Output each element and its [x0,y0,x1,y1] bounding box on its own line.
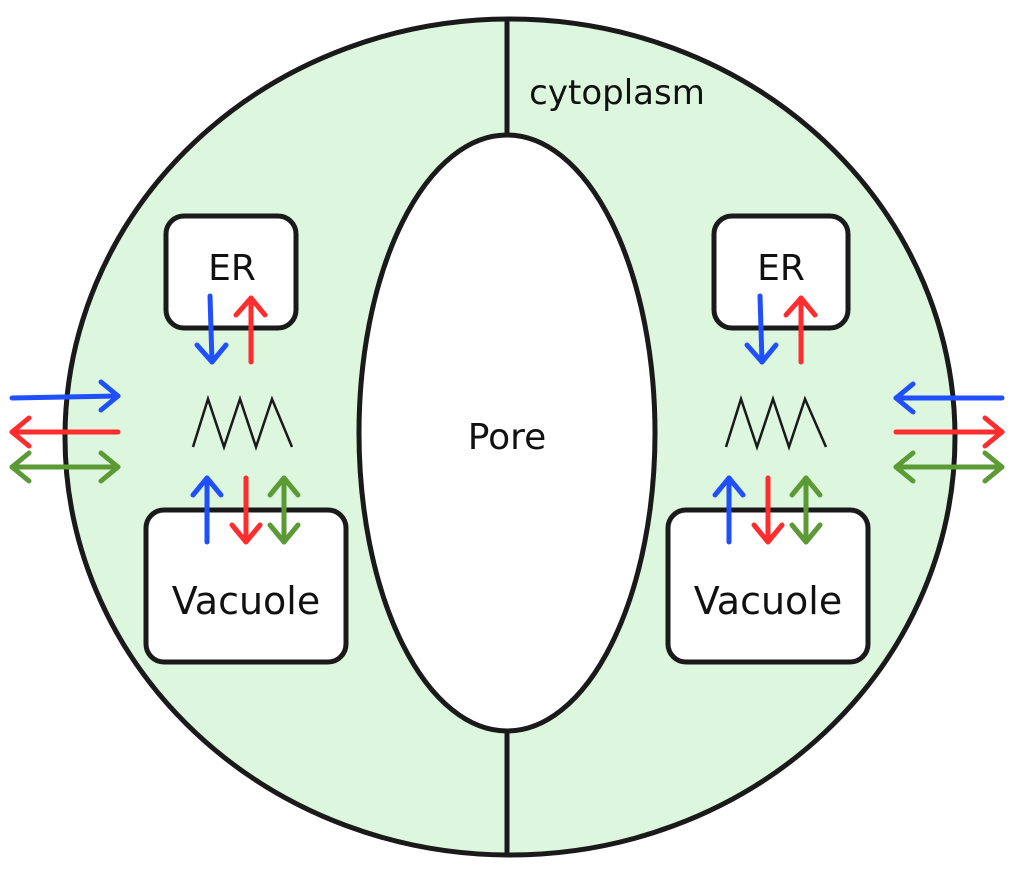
right-vacuole-green-bidirectional-arrow [789,475,823,545]
left-vacuole-green-bidirectional-arrow [267,475,301,545]
right-er-blue-down-arrow [744,293,779,365]
right-vacuole-label: Vacuole [694,579,843,623]
right-vacuole-red-down-arrow [751,475,785,545]
right-membrane-blue-inward-arrow [893,381,1005,415]
left-vacuole-red-down-arrow [229,475,263,545]
left-er-box [163,213,299,331]
left-er-blue-down-arrow [194,293,229,365]
pore [356,132,658,734]
right-er-red-up-arrow [783,295,818,365]
left-er-red-up-arrow [233,295,268,365]
left-oscillation-wave [191,394,294,451]
left-membrane-green-bidirectional-arrow [9,450,121,484]
cytoplasm-label: cytoplasm [529,73,705,113]
right-er-label: ER [757,248,805,289]
pore-label: Pore [468,417,547,458]
right-membrane-red-outward-arrow [893,415,1005,449]
left-membrane-blue-inward-arrow [9,379,121,413]
right-vacuole-blue-up-arrow [712,475,746,545]
left-membrane-red-outward-arrow [9,415,121,449]
right-membrane-green-bidirectional-arrow [893,450,1005,484]
left-vacuole-label: Vacuole [172,579,321,623]
right-oscillation-wave [724,394,828,451]
left-er-label: ER [208,248,256,289]
left-vacuole-blue-up-arrow [190,475,224,545]
right-er-box [711,213,851,331]
